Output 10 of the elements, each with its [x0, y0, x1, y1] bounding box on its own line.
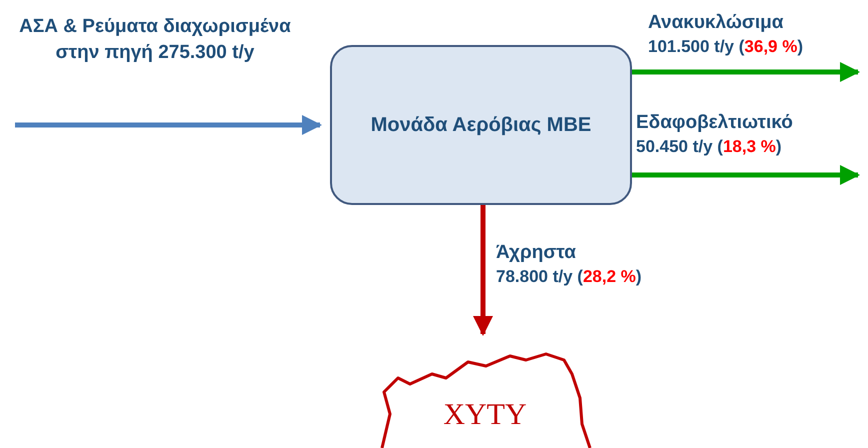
landfill-label: ΧΥΤΥ — [443, 397, 527, 433]
edge-label: Ανακυκλώσιμα 101.500 t/y (36,9 %) — [648, 11, 804, 58]
arrow — [632, 62, 860, 82]
process-box: Μονάδα Αερόβιας ΜΒΕ — [330, 45, 632, 205]
arrow — [632, 165, 860, 185]
edge-label: Άχρηστα 78.800 t/y (28,2 %) — [496, 241, 643, 288]
arrow — [473, 205, 493, 336]
edge-label: Εδαφοβελτιωτικό 50.450 t/y (18,3 %) — [636, 111, 794, 158]
edge-label: ΑΣΑ & Ρεύματα διαχωρισμένα στην πηγή 275.300 t/y — [18, 15, 292, 65]
arrow — [15, 115, 322, 135]
